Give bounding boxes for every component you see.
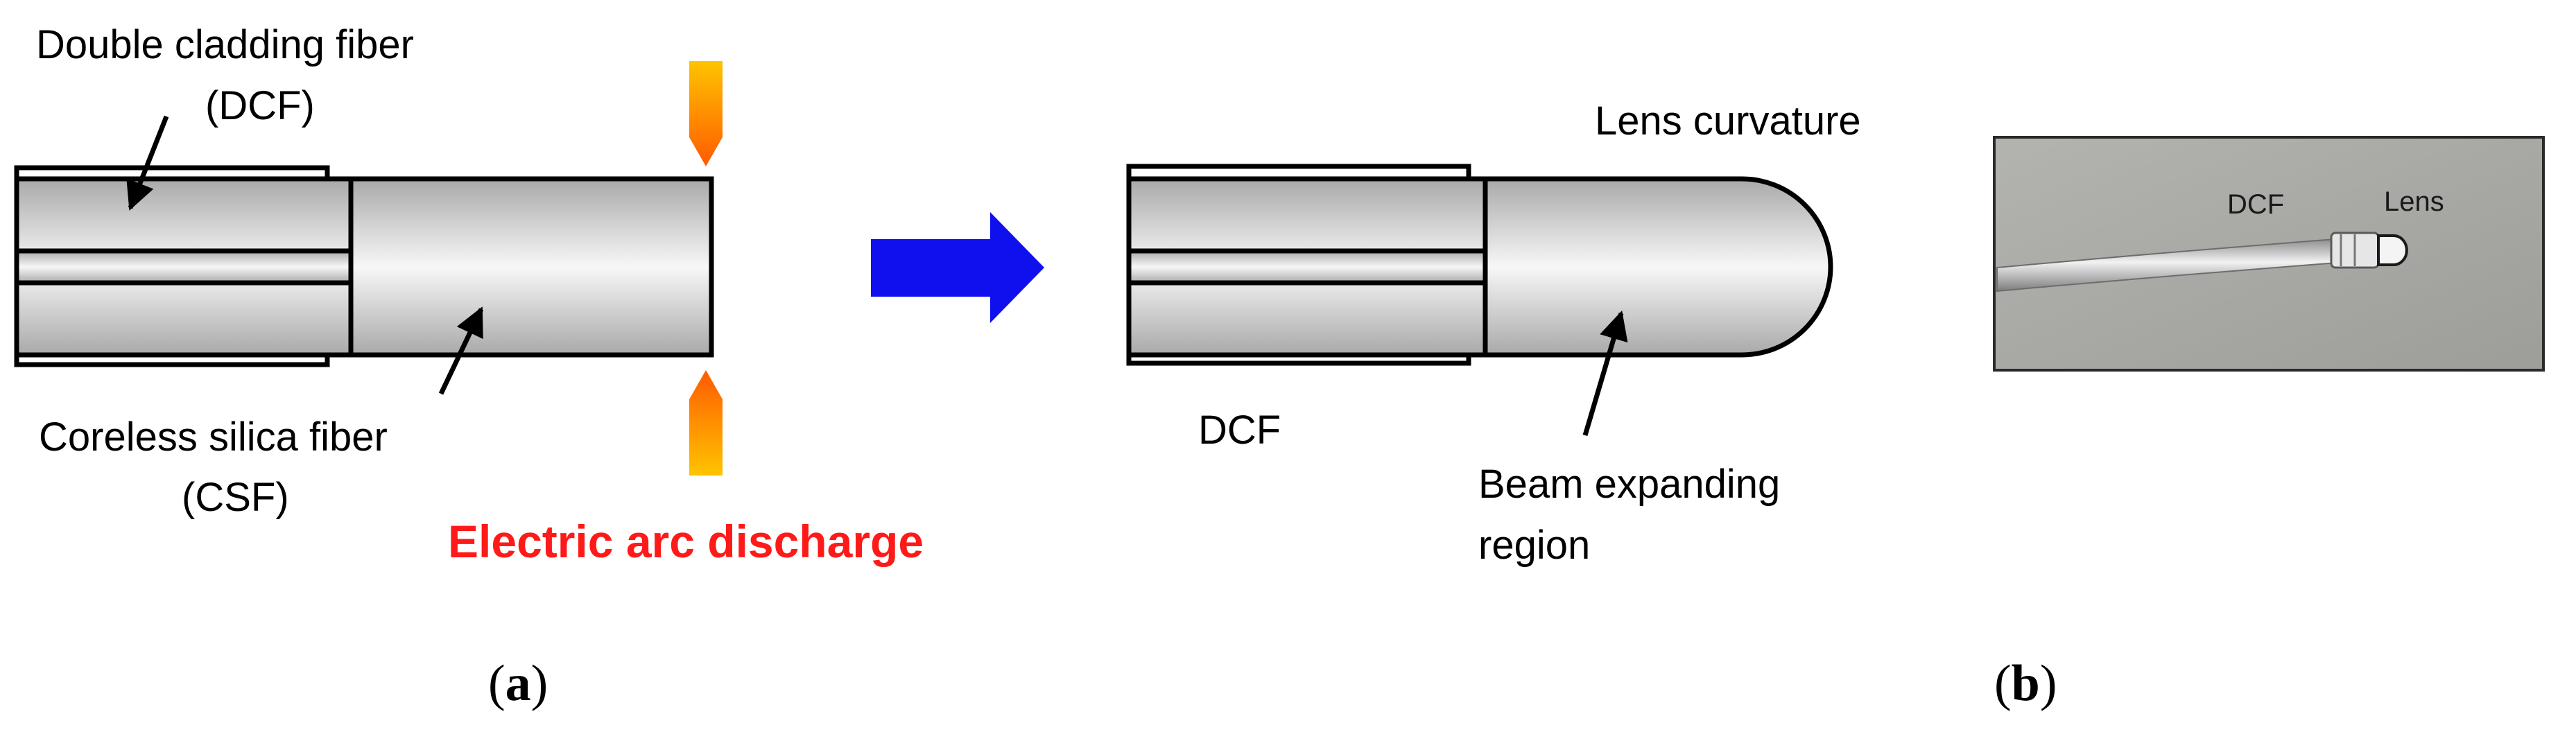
label-beam-region: region [1478, 523, 1590, 568]
process-arrow [871, 212, 1044, 323]
pointer-arrow-beam [1582, 310, 1628, 436]
label-csf-title: Coreless silica fiber [39, 415, 388, 460]
beam-expanding-lens [1483, 176, 1833, 358]
dcf-core-after [1126, 248, 1488, 286]
pointer-arrow-csf [438, 306, 484, 395]
label-arc-discharge: Electric arc discharge [448, 516, 924, 567]
photo-lens-tip [2377, 234, 2408, 266]
label-lens-curvature: Lens curvature [1595, 98, 1861, 143]
fiber-before-splice [14, 165, 714, 367]
photo-label-lens: Lens [2384, 186, 2444, 217]
label-dcf-title: Double cladding fiber [36, 22, 414, 67]
arc-electrode-bottom [689, 370, 723, 476]
csf-segment [348, 176, 714, 358]
label-beam-expanding: Beam expanding [1478, 462, 1780, 507]
dcf-core [14, 248, 354, 286]
caption-a: (a) [488, 655, 548, 712]
label-csf-abbrev: (CSF) [182, 475, 289, 520]
caption-b: (b) [1994, 655, 2057, 712]
fiber-lens-photo: DCF Lens [1993, 136, 2545, 372]
label-dcf-abbrev: (DCF) [205, 83, 315, 128]
photo-label-dcf: DCF [2227, 189, 2284, 220]
fiber-after-lens [1126, 164, 1833, 366]
label-dcf-after: DCF [1198, 408, 1281, 453]
arc-electrode-top [689, 61, 723, 166]
pointer-arrow-dcf [126, 115, 169, 211]
